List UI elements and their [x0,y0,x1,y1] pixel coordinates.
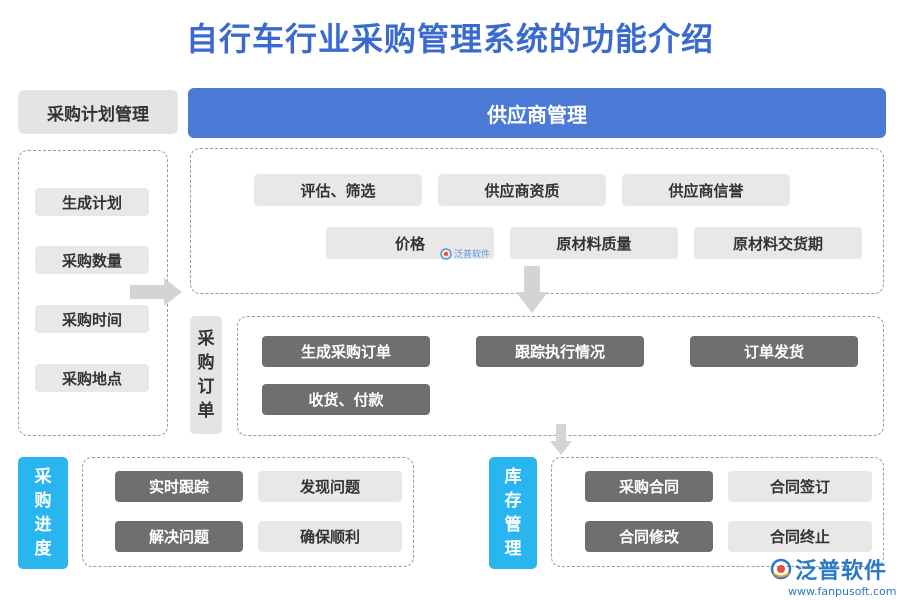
supplier-item-price: 价格 [326,227,494,259]
order-label-text: 采购订单 [197,329,215,421]
inventory-label-text: 库存管理 [504,467,522,559]
order-item-receive-pay: 收货、付款 [262,384,430,415]
plan-management-header: 采购计划管理 [18,90,178,134]
watermark-text: 泛普软件 [454,250,491,260]
arrow-down-icon [516,266,548,313]
logo-url: www.fanpusoft.com [788,585,897,598]
inventory-item-contract: 采购合同 [585,471,713,502]
fanpu-logo-mark-icon [770,558,792,580]
order-item-generate: 生成采购订单 [262,336,430,367]
plan-item-generate: 生成计划 [35,188,149,216]
fanpu-logo-icon [440,247,452,260]
logo-text: 泛普软件 [795,559,888,584]
progress-label: 采购进度 [18,457,68,569]
order-panel [237,316,884,436]
supplier-item-evaluate: 评估、筛选 [254,174,422,206]
supplier-item-reputation: 供应商信誉 [622,174,790,206]
page-title: 自行车行业采购管理系统的功能介绍 [185,20,714,58]
arrow-right-icon [130,278,182,306]
inventory-item-modify: 合同修改 [585,521,713,552]
progress-item-track: 实时跟踪 [115,471,243,502]
order-item-track: 跟踪执行情况 [476,336,644,367]
supplier-item-delivery: 原材料交货期 [694,227,862,259]
progress-item-solve: 解决问题 [115,521,243,552]
plan-item-location: 采购地点 [35,364,149,392]
progress-item-find: 发现问题 [258,471,402,502]
supplier-management-header: 供应商管理 [188,88,886,138]
order-item-ship: 订单发货 [690,336,858,367]
inventory-item-sign: 合同签订 [728,471,872,502]
brand-logo: 泛普软件 www.fanpusoft.com [770,553,897,598]
inventory-item-terminate: 合同终止 [728,521,872,552]
plan-item-time: 采购时间 [35,305,149,333]
plan-item-quantity: 采购数量 [35,246,149,274]
inventory-label: 库存管理 [489,457,537,569]
supplier-item-material-quality: 原材料质量 [510,227,678,259]
progress-item-ensure: 确保顺利 [258,521,402,552]
arrow-down-small-icon [550,424,572,455]
order-label: 采购订单 [190,316,222,434]
supplier-item-qualification: 供应商资质 [438,174,606,206]
progress-label-text: 采购进度 [34,467,52,559]
watermark-small: 泛普软件 [440,247,490,260]
